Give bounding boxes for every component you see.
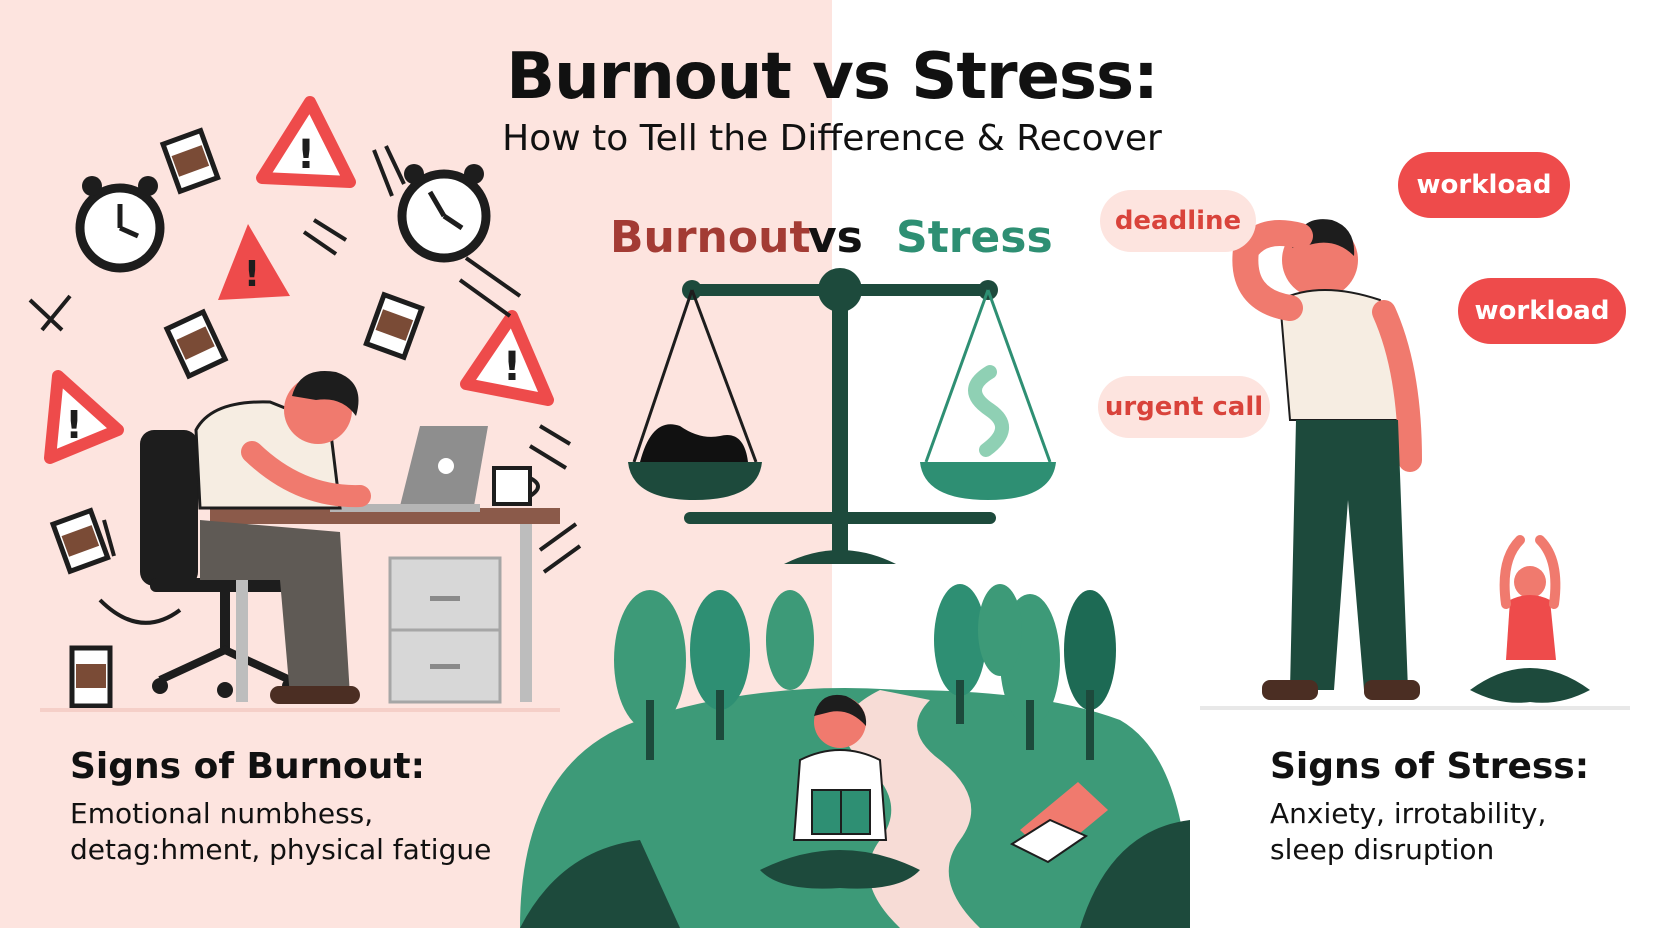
- warning-icon: !: [44, 370, 124, 464]
- svg-text:!: !: [244, 254, 260, 295]
- coffee-cup-icon: [49, 507, 111, 575]
- speech-bubble-workload: workload: [1398, 152, 1570, 218]
- page-subtitle: How to Tell the Difference & Recover: [502, 118, 1162, 159]
- stress-heading: Signs of Stress:: [1270, 746, 1590, 787]
- alarm-clock-icon: [397, 164, 491, 263]
- svg-text:!: !: [503, 344, 521, 390]
- book-icon: [1009, 782, 1108, 864]
- yoga-person: [1470, 535, 1590, 703]
- alarm-clock-icon: [75, 176, 165, 273]
- exhausted-person: [194, 371, 371, 704]
- burnout-heading: Signs of Burnout:: [70, 746, 425, 787]
- mug-icon: [492, 466, 540, 506]
- speech-bubble-urgent-call: urgent call: [1098, 376, 1270, 438]
- warning-icon: !: [460, 310, 554, 406]
- balance-scale-icon: [628, 268, 1056, 564]
- svg-text:!: !: [297, 132, 315, 178]
- stress-word: Stress: [896, 212, 1053, 263]
- stressed-person: [1232, 219, 1422, 700]
- burnout-signs-line: detag:hment, physical fatigue: [70, 833, 492, 866]
- reading-person: [760, 694, 920, 889]
- comparison-heading: Burnout vs Stress: [610, 212, 1053, 272]
- burnout-word: Burnout: [610, 212, 811, 263]
- burnout-signs-line: Emotional numbhess,: [70, 797, 374, 830]
- stress-scribbles: [28, 145, 582, 625]
- coffee-cup-icon: [363, 291, 425, 361]
- speech-bubble-workload: workload: [1458, 278, 1626, 344]
- burnout-signs: Emotional numbhess, detag:hment, physica…: [70, 796, 540, 868]
- nature-landscape: [520, 584, 1190, 928]
- page-title: Burnout vs Stress:: [506, 40, 1158, 114]
- tree-icon: [978, 584, 1022, 676]
- laptop-icon: [330, 426, 488, 512]
- warning-icon: !: [218, 224, 290, 300]
- speech-bubble-deadline: deadline: [1100, 190, 1256, 252]
- svg-text:!: !: [65, 403, 82, 447]
- vs-word: vs: [808, 212, 863, 263]
- warning-icon: !: [256, 96, 356, 188]
- stress-signs-line: Anxiety, irrotability,: [1270, 797, 1547, 830]
- coffee-cup-icon: [69, 645, 113, 709]
- stress-signs-line: sleep disruption: [1270, 833, 1495, 866]
- stress-signs: Anxiety, irrotability, sleep disruption: [1270, 796, 1650, 868]
- coffee-cup-icon: [163, 308, 229, 380]
- coffee-cup-icon: [159, 127, 221, 195]
